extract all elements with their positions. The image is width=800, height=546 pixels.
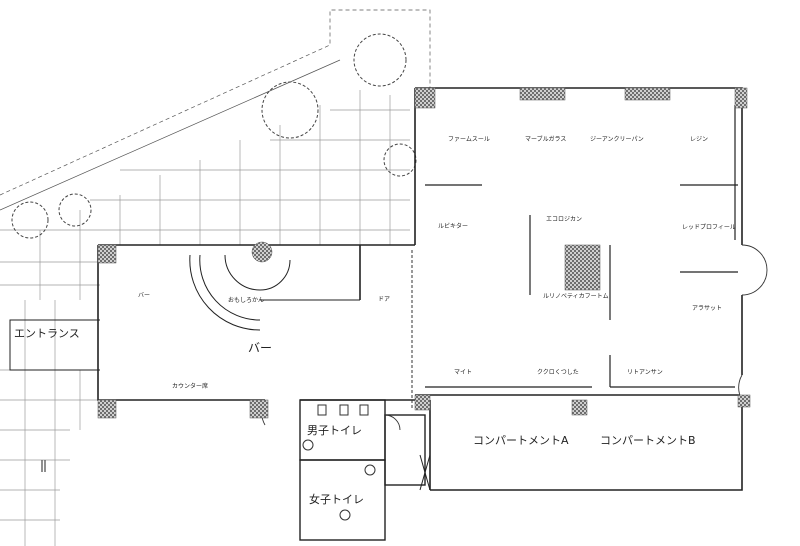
- shelving: [41, 460, 46, 472]
- pillars: [97, 87, 751, 419]
- booth-label: マーブルガラス: [525, 135, 566, 143]
- booth-label: レジン: [690, 136, 708, 143]
- pillar: [251, 241, 273, 263]
- bar-lower-label: カウンター席: [172, 382, 208, 390]
- pillar: [97, 399, 117, 419]
- pillar: [414, 87, 436, 109]
- garden-grid-horizontal: [0, 109, 410, 286]
- room-labels: エントランス バー 男子トイレ 女子トイレ コンパートメントA コンパートメント…: [14, 135, 736, 506]
- doors: [261, 244, 768, 431]
- pillar: [571, 399, 588, 416]
- entrance-label: エントランス: [14, 327, 80, 340]
- bar-label: バー: [248, 341, 272, 355]
- pillar: [737, 394, 751, 408]
- pillar: [734, 87, 748, 109]
- compartment-a-label: コンパートメントA: [473, 434, 569, 447]
- bar-counter: [189, 254, 360, 331]
- booth-label: アラサット: [692, 305, 722, 312]
- womens-toilet-label: 女子トイレ: [309, 492, 364, 506]
- toilet-fixtures: [302, 404, 376, 521]
- pillar: [249, 399, 269, 419]
- bar-counter-label: おもしろかん: [228, 297, 264, 304]
- pillar: [624, 87, 671, 101]
- bar-door-note: ドア: [378, 296, 390, 303]
- bar-small-left-label: バー: [138, 292, 150, 299]
- booth-dividers: [425, 105, 738, 388]
- garden-area: [0, 9, 431, 546]
- compartment-b-label: コンパートメントB: [600, 434, 696, 447]
- garden-grid-vertical: [39, 90, 391, 300]
- pillar: [519, 87, 566, 101]
- booth-label: レッドプロフィール: [682, 224, 736, 231]
- booth-label: エコロジカン: [546, 216, 582, 223]
- mens-toilet-label: 男子トイレ: [307, 424, 362, 437]
- booth-label: ファームスール: [448, 136, 490, 143]
- toilet-block: [299, 399, 431, 541]
- booth-label: ルリノベティカフートム: [543, 293, 609, 300]
- trees: [11, 33, 417, 239]
- booth-label: マイト: [454, 369, 472, 376]
- booth-label: リトアンサン: [627, 369, 663, 376]
- bar-room-walls: [9, 244, 415, 401]
- pillar: [564, 244, 601, 291]
- booth-label: ジーアンクリーパン: [590, 136, 644, 143]
- pillar: [414, 394, 431, 411]
- booth-label: ククロくつした: [537, 369, 579, 376]
- pillar: [97, 244, 117, 264]
- booth-label: ルビキター: [438, 222, 468, 230]
